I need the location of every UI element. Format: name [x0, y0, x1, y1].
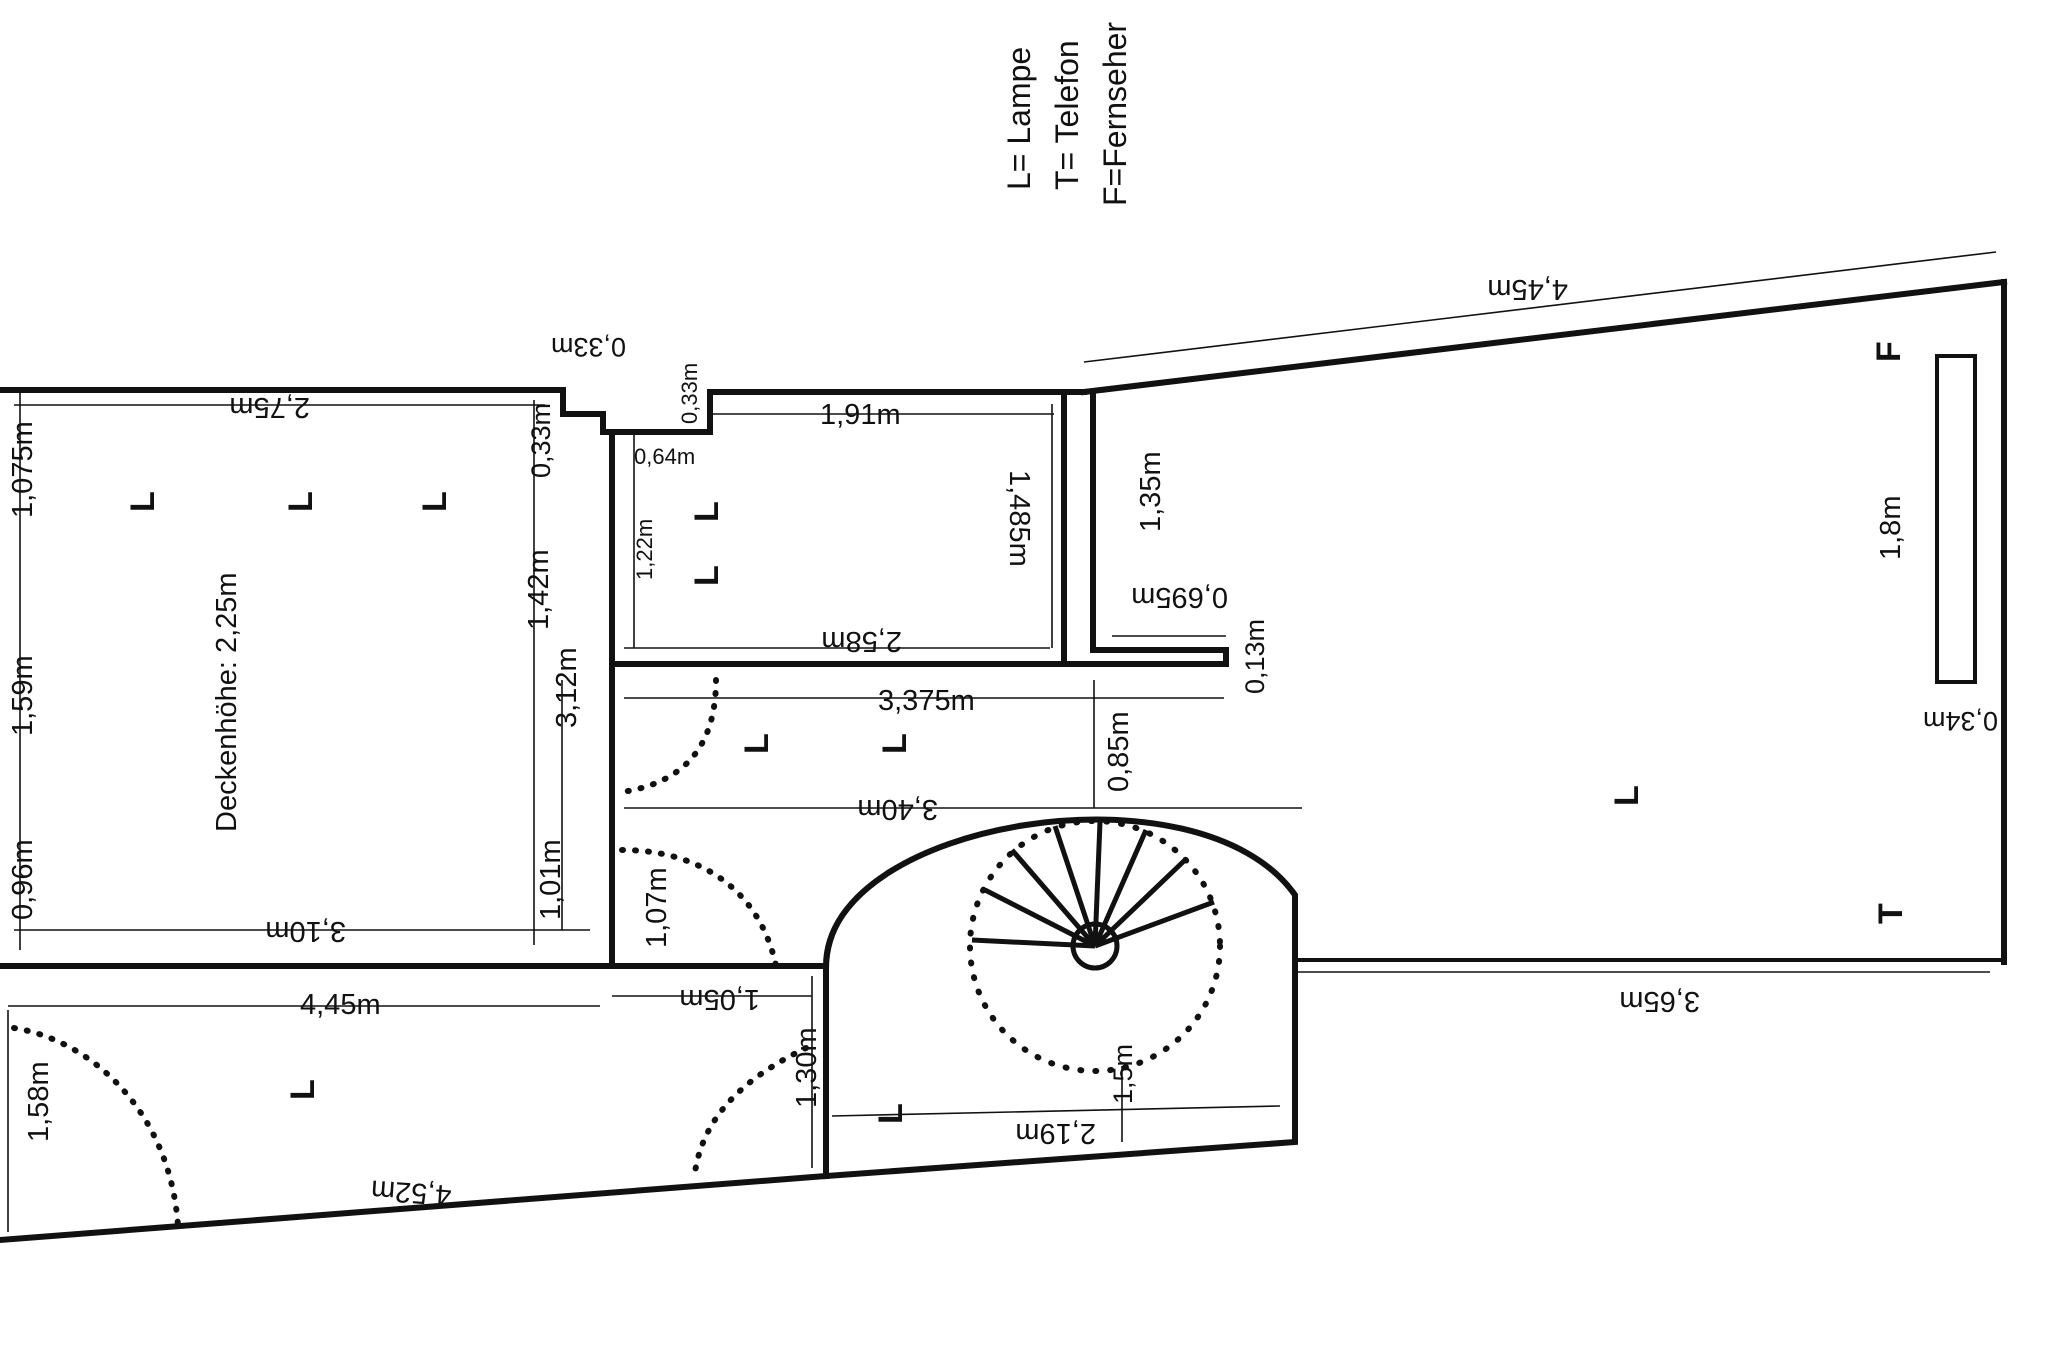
wall-bottom-room-bottom — [0, 1172, 830, 1244]
room-symbols: L L L L L L L L L L T F — [124, 341, 1910, 1124]
dim-label: 0,695m — [1131, 581, 1228, 613]
wall-big-room-top — [1080, 278, 2008, 396]
dimension-lines — [7, 251, 2007, 1232]
dim-label: 3,40m — [857, 793, 938, 825]
dim-label: 1,8m — [1875, 496, 1907, 560]
lamp-symbol: L — [1608, 785, 1646, 806]
dimension-labels: 4,45m 0,33m 2,75m 0,33m 0,33m 1,91m 0,64… — [7, 273, 1998, 1211]
wall-small-room-bottom — [609, 389, 1229, 667]
tv-symbol: F — [1870, 341, 1908, 362]
wall-left-room-top — [0, 387, 1087, 435]
door-swing-1 — [619, 677, 719, 795]
tv-unit — [1935, 354, 1977, 684]
dim-label: 3,65m — [1619, 985, 1700, 1017]
dim-label: 1,30m — [791, 1027, 823, 1108]
dim-label: 1,91m — [820, 399, 901, 431]
legend-tv: F=Fernseher — [1097, 22, 1133, 206]
dim-label: 0,33m — [551, 332, 626, 362]
dim-label: 2,75m — [229, 391, 310, 423]
dim-label: 2,58m — [821, 625, 902, 657]
dim-line — [1083, 251, 1997, 363]
stair-treads — [971, 821, 1215, 949]
lamp-symbol: L — [124, 491, 162, 512]
ceiling-height-label: Deckenhöhe: 2,25m — [211, 572, 243, 832]
stair-outline — [967, 818, 1223, 1074]
dim-label: 0,96m — [7, 839, 39, 920]
dim-label: 1,5m — [1108, 1044, 1138, 1104]
dim-label: 1,59m — [7, 655, 39, 736]
dim-label: 0,85m — [1103, 711, 1135, 792]
dim-label: 0,64m — [634, 444, 695, 469]
dim-label: 1,58m — [23, 1061, 55, 1142]
dim-label: 0,33m — [526, 403, 556, 478]
phone-symbol: T — [1872, 903, 1910, 924]
dim-label: 1,05m — [679, 983, 760, 1015]
legend: L= Lampe T= Telefon F=Fernseher — [1001, 22, 1133, 206]
legend-phone: T= Telefon — [1049, 40, 1085, 190]
dim-label: 0,34m — [1923, 706, 1998, 736]
lamp-symbol: L — [688, 501, 726, 522]
dim-label: 1,485m — [1003, 470, 1035, 567]
lamp-symbol: L — [284, 1079, 322, 1100]
dim-label: 1,075m — [7, 421, 39, 518]
dim-label: 1,42m — [523, 549, 555, 630]
door-swing-3 — [11, 1025, 181, 1229]
wall-stair-hall — [822, 816, 1298, 1180]
dim-label: 3,12m — [551, 647, 583, 728]
lamp-symbol: L — [738, 733, 776, 754]
door-swing-2 — [619, 847, 779, 969]
lamp-symbol: L — [876, 733, 914, 754]
dim-label: 1,22m — [632, 519, 657, 580]
dim-label: 4,45m — [1487, 273, 1568, 305]
dim-label: 0,13m — [1240, 619, 1270, 694]
dim-line — [831, 1105, 1281, 1117]
door-swing-4 — [691, 1045, 809, 1183]
dim-label: 1,07m — [641, 867, 673, 948]
dim-label: 4,45m — [300, 989, 381, 1021]
spiral-staircase — [967, 818, 1223, 1074]
dim-label: 4,52m — [370, 1173, 453, 1211]
dim-label: 2,19m — [1015, 1117, 1096, 1149]
legend-lamp: L= Lampe — [1001, 47, 1037, 190]
lamp-symbol: L — [416, 491, 454, 512]
dim-label: 3,375m — [878, 685, 975, 717]
lamp-symbol: L — [872, 1103, 910, 1124]
dim-label: 1,35m — [1135, 451, 1167, 532]
dim-label: 0,33m — [677, 363, 702, 424]
dim-label: 3,10m — [265, 915, 346, 947]
lamp-symbol: L — [282, 491, 320, 512]
lamp-symbol: L — [688, 565, 726, 586]
dim-label: 1,01m — [535, 839, 567, 920]
walls — [0, 278, 2008, 1244]
door-swings — [11, 677, 809, 1229]
